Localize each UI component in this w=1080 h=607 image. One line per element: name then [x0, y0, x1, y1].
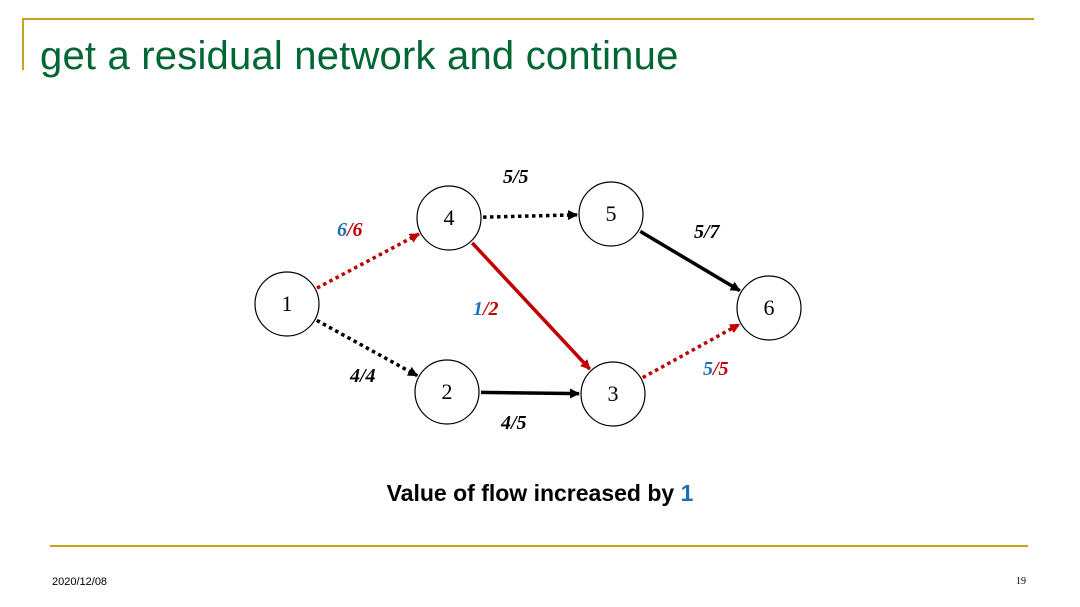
left-accent-rule — [22, 18, 24, 70]
edge-label-1-4: 6/6 — [337, 219, 363, 241]
page-number: 19 — [1016, 576, 1026, 587]
edge-label-4-3: 1/2 — [473, 298, 499, 320]
nodes-layer: 1 2 3 4 5 6 — [254, 181, 802, 427]
top-accent-rule — [22, 18, 1034, 20]
edge-1-4 — [316, 232, 420, 290]
edges-layer — [315, 210, 741, 399]
caption-increment-value: 1 — [680, 480, 694, 506]
edge-label-5-6: 5/7 — [694, 221, 721, 243]
node-3: 3 — [580, 361, 646, 427]
node-1: 1 — [254, 271, 320, 337]
svg-text:5: 5 — [606, 201, 617, 226]
svg-text:1: 1 — [282, 291, 293, 316]
node-4: 4 — [416, 185, 482, 251]
footer-rule — [50, 545, 1028, 547]
edge-label-1-2: 4/4 — [349, 365, 376, 387]
node-6: 6 — [736, 275, 802, 341]
node-5: 5 — [578, 181, 644, 247]
svg-text:3: 3 — [608, 381, 619, 406]
edge-1-2 — [315, 318, 419, 378]
slide-date: 2020/12/08 — [52, 576, 108, 588]
caption-text: Value of flow increased by — [386, 480, 681, 506]
node-2: 2 — [414, 359, 480, 425]
svg-text:4: 4 — [444, 205, 455, 230]
edge-label-2-3: 4/5 — [500, 412, 527, 434]
flow-increase-caption: Value of flow increased by 1 — [0, 480, 1080, 507]
edge-3-6 — [641, 322, 741, 380]
edge-labels-layer: 6/6 4/4 5/5 1/2 5/7 4/5 5/5 — [337, 166, 729, 434]
edge-label-3-6: 5/5 — [703, 358, 729, 380]
edge-5-6 — [639, 229, 741, 293]
edge-2-3 — [480, 388, 581, 399]
svg-text:2: 2 — [442, 379, 453, 404]
edge-label-4-5: 5/5 — [503, 166, 529, 188]
edge-4-5 — [482, 210, 579, 221]
svg-text:6: 6 — [764, 295, 775, 320]
slide-title: get a residual network and continue — [40, 34, 679, 78]
edge-4-3 — [470, 241, 592, 371]
